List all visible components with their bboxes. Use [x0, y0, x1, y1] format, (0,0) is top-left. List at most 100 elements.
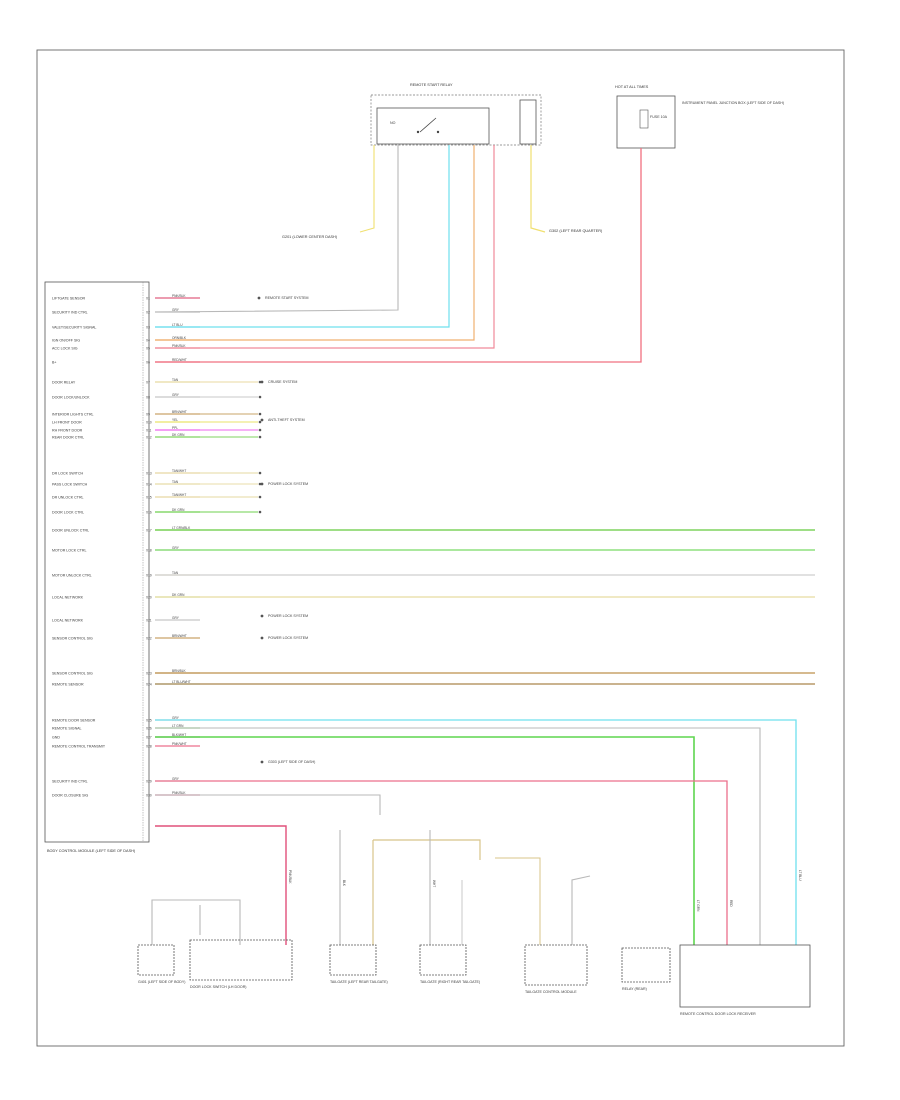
ref-arrow — [260, 614, 264, 618]
vertical-wire-label: LT GRN — [696, 900, 700, 912]
wire-label: TAN/WHT — [172, 493, 186, 497]
pin-label: REMOTE DOOR SENSOR — [52, 718, 96, 722]
pin-label: SENSOR CONTROL SIG — [52, 671, 93, 675]
ref-label: ANTI-THEFT SYSTEM — [268, 418, 305, 422]
wire-label: DK GRN — [172, 593, 185, 597]
pin-label: REMOTE SENSOR — [52, 682, 84, 686]
component-caption: TAILGATE (LEFT REAR TAILGATE) — [330, 980, 388, 984]
ref-arrow — [260, 418, 264, 422]
pin-number: X6 — [146, 360, 150, 364]
bottom-component: TAILGATE (RIGHT REAR TAILGATE) — [419, 944, 480, 984]
wire-label: BRN/BLK — [172, 669, 187, 673]
bottom-component: RELAY (REAR) — [621, 947, 671, 991]
wire-label: ORN/BLK — [172, 336, 187, 340]
pin-number: X9 — [146, 412, 150, 416]
connector-dot — [258, 420, 262, 424]
ref-arrow — [260, 380, 264, 384]
pin-number: X25 — [146, 718, 152, 722]
remote-start-relay: REMOTE START RELAY NO — [370, 83, 542, 146]
body-control-module: BODY CONTROL MODULE (LEFT SIDE OF DASH) — [44, 281, 150, 853]
pin-number: X17 — [146, 528, 152, 532]
ref-arrow — [260, 482, 264, 486]
connector-dot — [258, 412, 262, 416]
bottom-component: TAILGATE (LEFT REAR TAILGATE) — [329, 944, 388, 984]
wire-label: LT BLU/WHT — [172, 680, 191, 684]
relay-title: REMOTE START RELAY — [410, 83, 453, 87]
bottom-component: TAILGATE CONTROL MODULE — [524, 944, 588, 994]
pin-label: REMOTE SIGNAL — [52, 726, 82, 730]
component-caption: REMOTE CONTROL DOOR LOCK RECEIVER — [680, 1012, 756, 1016]
pin-number: X19 — [146, 573, 152, 577]
fuse-box-title: HOT AT ALL TIMES — [615, 85, 649, 89]
pin-number: X21 — [146, 618, 152, 622]
connector-dot — [258, 510, 262, 514]
wire-label: DK GRN — [172, 508, 185, 512]
bottom-component: DOOR LOCK SWITCH (LH DOOR) — [189, 939, 293, 989]
wire-label: TAN — [172, 480, 179, 484]
pin-label: SECURITY IND CTRL — [52, 310, 88, 314]
pin-label: DR UNLOCK CTRL — [52, 495, 84, 499]
wire-label: BRN/WHT — [172, 410, 187, 414]
pin-label: LIFTGATE SENSOR — [52, 296, 85, 300]
connector-dot — [258, 471, 262, 475]
wire-label: TAN/WHT — [172, 469, 186, 473]
pin-label: LH FRONT DOOR — [52, 420, 82, 424]
connector-dot — [258, 395, 262, 399]
component-box — [419, 944, 467, 976]
pin-label: MOTOR UNLOCK CTRL — [52, 573, 92, 577]
pin-label: PASS LOCK SWITCH — [52, 482, 88, 486]
ref-arrow — [260, 636, 264, 640]
connector-dot — [258, 435, 262, 439]
pin-number: X20 — [146, 595, 152, 599]
ref-label: POWER LOCK SYSTEM — [268, 482, 308, 486]
pin-number: X28 — [146, 744, 152, 748]
pin-number: X13 — [146, 471, 152, 475]
wire-label: PNK/BLK — [172, 791, 186, 795]
vertical-wire-label: BLK — [342, 880, 346, 887]
pin-number: X29 — [146, 779, 152, 783]
pin-number: X5 — [146, 346, 150, 350]
module-pin-row: LOCAL NETWORK X20 DK GRN — [52, 593, 200, 599]
component-box — [679, 944, 811, 1008]
long-wires — [155, 529, 815, 685]
pin-label: DOOR LOCK CTRL — [52, 510, 84, 514]
connector-dot — [258, 482, 262, 486]
pin-number: X7 — [146, 380, 150, 384]
pin-label: SECURITY IND CTRL — [52, 779, 88, 783]
pin-label: REMOTE CONTROL TRANSMIT — [52, 744, 106, 748]
pin-number: X12 — [146, 435, 152, 439]
wire-label: GRY — [172, 393, 180, 397]
wire-label: GRY — [172, 308, 180, 312]
pin-label: GND — [52, 735, 60, 739]
diagram-frame — [36, 49, 845, 1047]
ref-label: CRUISE SYSTEM — [268, 380, 297, 384]
wire-label: PNK/BLK — [172, 344, 186, 348]
pin-label: B+ — [52, 360, 57, 364]
bottom-components: G401 (LEFT SIDE OF BODY)DOOR LOCK SWITCH… — [137, 870, 811, 1016]
pin-label: LOCAL NETWORK — [52, 595, 84, 599]
vertical-wire-label: PNK/BLK — [288, 870, 292, 884]
module-caption: BODY CONTROL MODULE (LEFT SIDE OF DASH) — [47, 849, 136, 853]
pin-number: X8 — [146, 395, 150, 399]
wire-label: DK GRN — [172, 433, 185, 437]
bottom-component: G401 (LEFT SIDE OF BODY) — [137, 944, 185, 984]
pin-label: MOTOR LOCK CTRL — [52, 548, 86, 552]
pin-number: X18 — [146, 548, 152, 552]
